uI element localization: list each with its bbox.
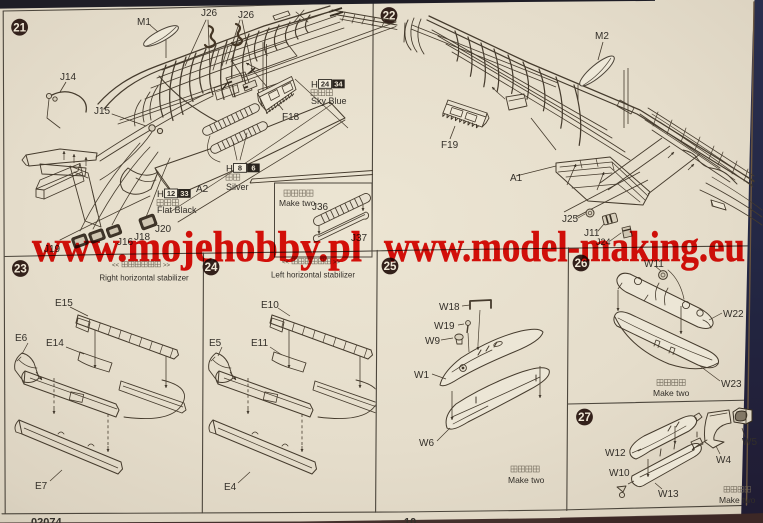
svg-text:<<: << [112,263,120,269]
svg-text:J36: J36 [312,202,329,213]
svg-text:6: 6 [251,164,255,173]
svg-text:J25: J25 [562,214,579,225]
svg-text:<<: << [282,260,290,266]
svg-text:Make two: Make two [719,495,756,505]
svg-text:E6: E6 [15,333,28,344]
svg-text:10: 10 [404,517,416,523]
svg-text:A2: A2 [196,184,209,195]
svg-text:J26: J26 [201,8,218,19]
svg-text:W10: W10 [609,468,630,479]
svg-text:M2: M2 [595,31,609,42]
svg-text:J37: J37 [351,233,368,244]
svg-text:Left horizontal stabilizer: Left horizontal stabilizer [271,271,355,280]
svg-text:J14: J14 [60,72,77,83]
svg-text:E11: E11 [251,338,268,349]
svg-text:J26: J26 [238,10,255,21]
svg-text:W18: W18 [439,302,460,313]
svg-text:27: 27 [578,412,591,424]
svg-text:E15: E15 [55,298,73,309]
svg-text:Right horizontal stabilizer: Right horizontal stabilizer [99,274,189,283]
svg-text:J16: J16 [117,237,134,248]
svg-text:H: H [311,80,318,91]
svg-text:>>: >> [163,263,171,269]
svg-text:A1: A1 [510,173,523,184]
svg-text:W11: W11 [644,259,664,270]
svg-text:>>: >> [333,260,341,266]
svg-text:W9: W9 [425,336,440,347]
svg-text:W13: W13 [658,489,679,500]
svg-text:H: H [157,189,164,200]
svg-text:F19: F19 [441,140,459,151]
svg-text:E7: E7 [35,481,48,492]
svg-text:21: 21 [13,22,26,34]
svg-text:8: 8 [238,164,242,173]
svg-text:J24: J24 [596,237,611,247]
svg-text:25: 25 [384,261,397,273]
svg-text:F18: F18 [282,112,300,123]
svg-text:E14: E14 [46,338,64,349]
svg-text:33: 33 [180,189,188,198]
svg-text:Silver: Silver [226,182,249,192]
svg-text:W1: W1 [414,370,429,381]
svg-text:E10: E10 [261,300,279,311]
svg-text:J18: J18 [134,232,151,243]
svg-text:J15: J15 [94,106,111,117]
svg-text:M1: M1 [137,17,151,28]
svg-text:12: 12 [167,189,175,198]
svg-text:W6: W6 [419,438,434,449]
svg-text:Make two: Make two [508,475,545,485]
svg-text:26: 26 [575,258,588,270]
svg-text:W22: W22 [723,309,744,320]
svg-text:W5: W5 [742,437,757,448]
svg-text:W23: W23 [721,379,742,390]
svg-text:W4: W4 [716,455,731,466]
svg-text:E4: E4 [224,482,237,493]
svg-text:J11: J11 [584,228,600,239]
svg-text:W12: W12 [605,448,626,459]
svg-text:Flat Black: Flat Black [157,205,197,215]
svg-text:J20: J20 [155,224,172,235]
svg-text:Make two: Make two [653,388,690,398]
svg-text:E5: E5 [209,338,222,349]
svg-text:24: 24 [205,262,218,274]
svg-text:23: 23 [14,264,27,276]
svg-text:Make two: Make two [279,198,316,208]
svg-text:02074: 02074 [31,517,62,523]
svg-text:J19: J19 [44,244,61,255]
svg-text:34: 34 [334,80,343,89]
svg-text:H: H [226,164,233,175]
svg-text:W19: W19 [434,321,455,332]
svg-text:24: 24 [321,80,330,89]
svg-text:Sky Blue: Sky Blue [311,96,347,106]
